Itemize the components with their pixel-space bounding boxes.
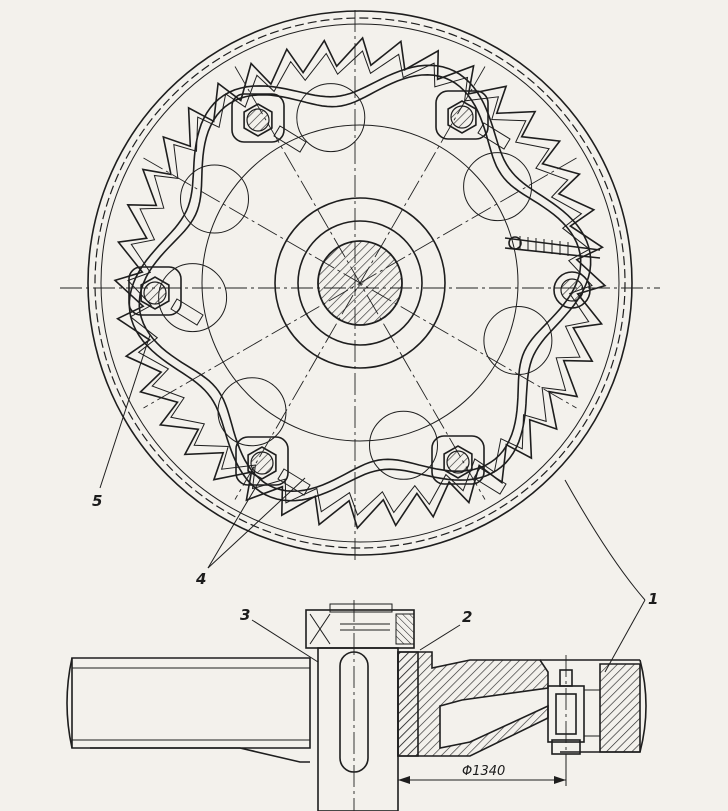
- shaft: [317, 647, 399, 811]
- rim-section: [599, 663, 641, 753]
- callout-1: 1: [648, 590, 658, 608]
- plan-view: [60, 10, 660, 560]
- section-view: [66, 600, 647, 811]
- bolt-clamps: [128, 90, 511, 496]
- disc-lobe: [483, 306, 553, 375]
- section-bolt: [547, 655, 585, 770]
- outer-rim-inner: [100, 23, 620, 543]
- disc-lobe: [296, 83, 366, 153]
- dimension-label: Φ1340: [462, 764, 505, 779]
- bolt-clamp: [435, 90, 511, 150]
- callout-5: 5: [92, 492, 102, 510]
- hub-ring-outer: [274, 197, 446, 369]
- disc-ring: [201, 124, 519, 442]
- serrated-knife-outer: [113, 36, 607, 530]
- left-plate: [71, 657, 311, 749]
- radial-axis-line: [143, 157, 577, 409]
- bolt-clamp: [431, 435, 507, 495]
- callout-3: 3: [240, 606, 250, 624]
- callout-4: 4: [195, 570, 206, 588]
- hub-section-left: [397, 651, 419, 757]
- leader-lines: [99, 334, 646, 673]
- hub-ring-middle: [297, 220, 423, 346]
- disc-lobe: [369, 410, 438, 480]
- callout-2: 2: [462, 608, 472, 626]
- outer-rim: [87, 10, 633, 556]
- outer-rim-dashed: [94, 17, 626, 549]
- bolt-clamp: [235, 436, 311, 496]
- tension-screw: [504, 236, 601, 309]
- bolt-clamp: [128, 266, 204, 326]
- bolt-clamp: [231, 93, 307, 153]
- shaft-nut: [305, 603, 415, 649]
- disc-lobe: [463, 152, 533, 222]
- hub-section: [397, 651, 549, 757]
- disc-lobe: [180, 164, 249, 234]
- dimension-line: [397, 754, 567, 786]
